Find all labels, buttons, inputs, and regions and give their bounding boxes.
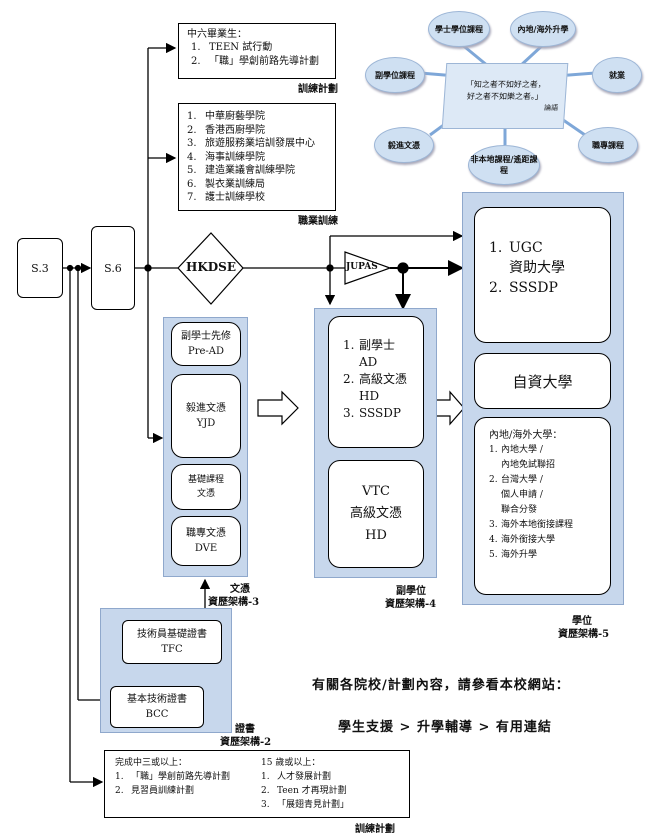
dve-box: 職專文憑 DVE <box>171 516 241 566</box>
training-top-heading: 中六畢業生： <box>187 29 247 40</box>
mindmap-bubble: 副學位課程 <box>365 57 425 93</box>
ugc-item: 資助大學 <box>509 260 565 276</box>
overseas-item: 個人申請 / <box>501 490 543 500</box>
vocational-box: 1.中華廚藝學院 2.香港西廚學院 3.旅遊服務業培訓發展中心 4.海事訓練學院… <box>178 103 336 211</box>
overseas-item: 聯合分發 <box>501 505 538 515</box>
mindmap-bubble: 學士學位課程 <box>428 11 490 47</box>
training-bottom-left-heading: 完成中三或以上： <box>115 758 188 768</box>
overseas-item: 海外升學 <box>501 550 538 560</box>
overseas-item: 台灣大學 / <box>501 475 543 485</box>
jupas-label: JUPAS <box>346 262 378 272</box>
mindmap-bubble: 內地/海外升學 <box>510 11 576 47</box>
yjd-box: 毅進文憑 YJD <box>171 374 241 458</box>
training-bottom-item: 「職」學創前路先導計劃 <box>131 772 231 782</box>
training-box-top: 中六畢業生： 1.TEEN 試行動 2.「職」學創前路先導計劃 <box>178 23 336 79</box>
vocational-item: 中華廚藝學院 <box>205 111 265 122</box>
sub-degree-item: 副學士 <box>359 338 396 352</box>
vocational-item: 建造業議會訓練學院 <box>205 165 295 176</box>
sub-degree-item: AD <box>359 355 378 369</box>
mindmap: 「知之者不如好之者， 好之者不如樂之者。」 論語 學士學位課程 內地/海外升學 … <box>360 5 650 185</box>
mindmap-center: 「知之者不如好之者， 好之者不如樂之者。」 論語 <box>441 63 569 129</box>
overseas-item: 內地免試聯招 <box>501 460 556 470</box>
framework2-label-2: 資歷架構-2 <box>220 737 272 748</box>
tfc-box: 技術員基礎證書 TFC <box>122 620 222 664</box>
website-note: 有關各院校/計劃內容，請參看本校網站： <box>312 678 570 693</box>
s3-node: S.3 <box>17 238 63 298</box>
pre-ad-box: 副學士先修 Pre-AD <box>171 322 241 366</box>
foundation-box: 基礎課程 文憑 <box>171 464 241 510</box>
self-financed-box: 自資大學 <box>474 353 611 409</box>
vocational-item: 香港西廚學院 <box>205 124 265 136</box>
mindmap-bubble: 就業 <box>592 57 642 93</box>
framework5-label-2: 資歷架構-5 <box>558 629 610 640</box>
mindmap-bubble: 毅進文憑 <box>374 127 434 163</box>
training-top-item: TEEN 試行動 <box>209 42 273 53</box>
overseas-item: 海外本地銜接課程 <box>501 520 574 530</box>
training-bottom-label: 訓練計劃 <box>355 824 395 835</box>
overseas-box: 內地/海外大學： 1.內地大學 / 內地免試聯招 2.台灣大學 / 個人申請 /… <box>474 417 611 595</box>
mindmap-quote-2: 好之者不如樂之者。」 <box>466 92 544 101</box>
vocational-item: 海事訓練學院 <box>205 151 265 163</box>
vtc-hd-box: VTC 高級文憑 HD <box>328 460 424 568</box>
mindmap-bubble: 非本地課程/遙距課程 <box>468 145 540 185</box>
ugc-box: 1.UGC 資助大學 2.SSSDP <box>474 207 611 343</box>
bcc-box: 基本技術證書 BCC <box>110 686 204 728</box>
training-bottom-item: 「展翅青見計劃」 <box>277 800 350 810</box>
training-bottom-item: Teen 才再現計劃 <box>277 786 347 796</box>
s6-node: S.6 <box>91 226 135 310</box>
framework2-label-1: 證書 <box>235 724 255 735</box>
training-bottom-right-heading: 15 歲或以上： <box>261 758 321 768</box>
framework3-label-2: 資歷架構-3 <box>208 597 260 608</box>
framework4-label-1: 副學位 <box>396 586 426 597</box>
mindmap-quote-1: 「知之者不如好之者， <box>465 80 547 89</box>
framework5-label-1: 學位 <box>572 616 592 627</box>
training-bottom-item: 人才發展計劃 <box>277 772 332 782</box>
ugc-item: UGC <box>509 240 543 256</box>
framework4-label-2: 資歷架構-4 <box>385 599 437 610</box>
overseas-title: 內地/海外大學： <box>489 430 563 441</box>
vocational-label: 職業訓練 <box>298 216 338 227</box>
vocational-item: 旅遊服務業培訓發展中心 <box>205 138 315 149</box>
hkdse-label: HKDSE <box>186 260 236 274</box>
mindmap-bubble: 職專課程 <box>578 127 638 163</box>
ugc-item: SSSDP <box>509 280 558 296</box>
training-top-label: 訓練計劃 <box>298 84 338 95</box>
s6-label: S.6 <box>104 261 122 275</box>
vocational-item: 護士訓練學校 <box>205 192 265 203</box>
overseas-item: 內地大學 / <box>501 445 543 455</box>
website-path: 學生支援 > 升學輔導 > 有用連結 <box>338 720 552 735</box>
sub-degree-item: SSSDP <box>359 406 401 420</box>
sub-degree-item: 高級文憑 <box>359 372 408 386</box>
overseas-item: 海外銜接大學 <box>501 535 556 545</box>
s3-label: S.3 <box>31 261 49 275</box>
mindmap-source: 論語 <box>543 104 559 112</box>
sub-degree-box: 1.副學士 AD 2.高級文憑 HD 3.SSSDP <box>328 316 424 448</box>
sub-degree-item: HD <box>359 389 380 403</box>
framework3-label-1: 文憑 <box>230 584 250 595</box>
training-box-bottom: 完成中三或以上： 1.「職」學創前路先導計劃 2.見習員訓練計劃 15 歲或以上… <box>104 750 410 818</box>
vocational-item: 製衣業訓練局 <box>205 178 265 190</box>
training-top-item: 「職」學創前路先導計劃 <box>209 55 319 67</box>
training-bottom-item: 見習員訓練計劃 <box>131 786 195 796</box>
